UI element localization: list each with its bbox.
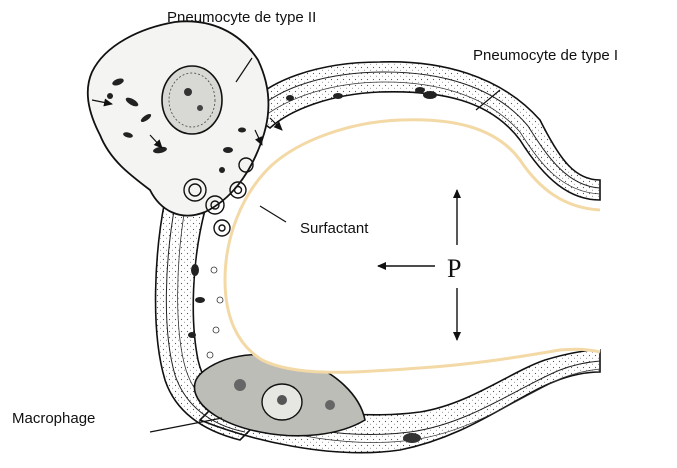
label-type1: Pneumocyte de type I (473, 47, 618, 64)
label-type2: Pneumocyte de type II (167, 9, 316, 26)
label-surfactant: Surfactant (300, 220, 368, 237)
label-pressure: P (447, 254, 461, 284)
label-macrophage: Macrophage (12, 410, 95, 427)
type2-nucleus (162, 66, 222, 134)
